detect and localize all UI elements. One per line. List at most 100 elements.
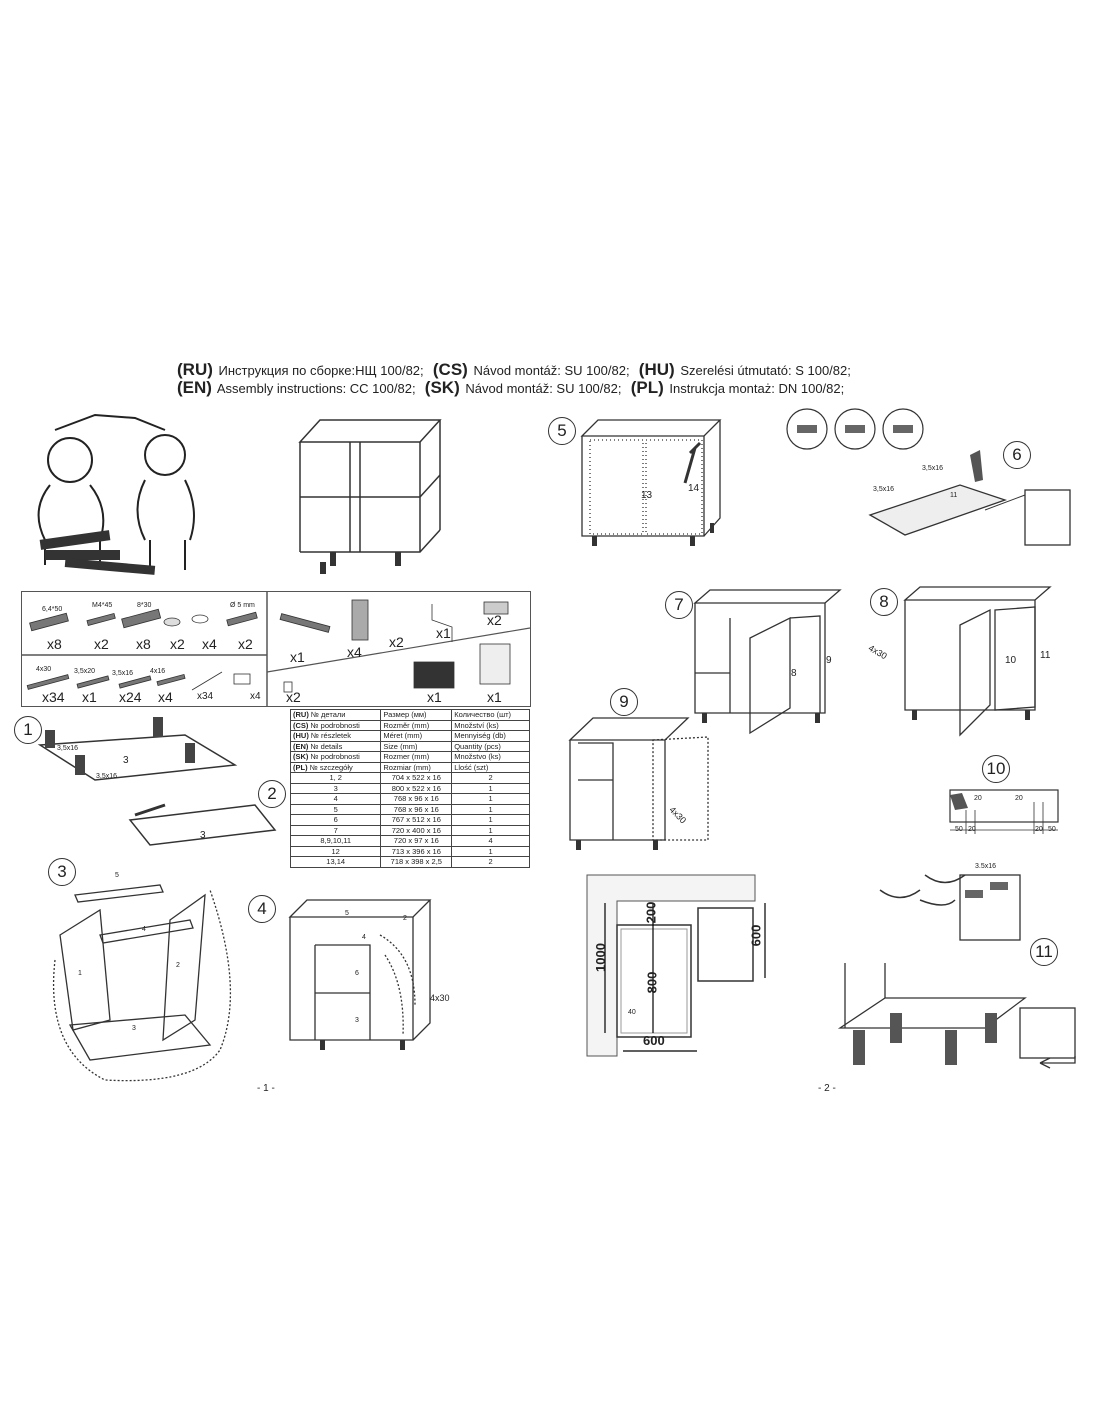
part-label: 10 xyxy=(1005,655,1017,666)
title-text: Assembly instructions: CC 100/82; xyxy=(216,381,416,396)
fitting-qty: x2 xyxy=(238,636,253,652)
lang-code: (CS) xyxy=(293,720,309,730)
part-number-cell: 13,14 xyxy=(289,856,382,868)
part-number-header: № szczegóły xyxy=(309,762,353,772)
part-number-cell: 1, 2 xyxy=(289,772,382,784)
size-header: Размер (мм) xyxy=(380,709,453,721)
leg-qty: x4 xyxy=(347,644,362,660)
size-cell: 720 x 400 x 16 xyxy=(380,824,453,836)
part-label: 5 xyxy=(115,872,119,879)
top-dimension: 200 xyxy=(643,901,659,924)
part-label: 3 xyxy=(355,1017,359,1024)
quantity-cell: 1 xyxy=(451,793,530,805)
part-label: 3 xyxy=(123,755,129,766)
size-header: Méret (mm) xyxy=(380,730,453,742)
cap-qty: x2 xyxy=(286,689,301,705)
step-1-illustration xyxy=(37,717,238,781)
title-text: Instrukcja montaż: DN 100/82; xyxy=(669,381,845,396)
size-cell: 768 x 96 x 16 xyxy=(380,803,453,815)
side-dimension: 600 xyxy=(748,924,764,947)
step-11-illustration xyxy=(837,963,1076,1069)
hinge-qty: x1 xyxy=(427,689,442,705)
fitting-size-label: Ø 5 mm xyxy=(230,602,255,609)
screw-label: 3,5x16 xyxy=(922,465,944,472)
step-10-number: 10 xyxy=(982,755,1010,783)
screw-qty: x34 xyxy=(197,691,214,702)
handle-qty: x1 xyxy=(290,649,305,665)
opening-dimension: 800 xyxy=(644,971,660,994)
step-1-number: 1 xyxy=(14,716,42,744)
size-cell: 704 x 522 x 16 xyxy=(380,772,453,784)
screw-label: 3.5x16 xyxy=(975,863,997,870)
fitting-qty: x4 xyxy=(202,636,217,652)
title-text: Szerelési útmutató: S 100/82; xyxy=(680,363,851,378)
part-number-header-cell: (CS) № podrobnosti xyxy=(289,719,382,731)
fitting-qty: x8 xyxy=(136,636,151,652)
screw-qty: x1 xyxy=(82,689,97,705)
part-label: 3 xyxy=(200,830,206,841)
part-label: 6 xyxy=(355,970,359,977)
size-cell: 718 x 398 x 2,5 xyxy=(380,856,453,868)
screw-qty: x4 xyxy=(250,691,261,702)
screw-label: 3,5x16 xyxy=(57,745,79,752)
part-label: 11 xyxy=(1040,650,1051,661)
part-label: 1 xyxy=(78,970,82,977)
fitting-qty: x2 xyxy=(170,636,185,652)
part-label: 4 xyxy=(362,934,366,941)
quantity-cell: 4 xyxy=(451,835,530,847)
size-header: Size (mm) xyxy=(380,740,453,752)
part-number-cell: 5 xyxy=(289,803,382,815)
screw-qty: x4 xyxy=(158,689,173,705)
screw-label: 4x30 xyxy=(866,642,889,662)
part-number-header: № детали xyxy=(310,710,346,719)
step-5-number: 5 xyxy=(548,417,576,445)
quantity-cell: 1 xyxy=(451,845,530,857)
size-cell: 713 x 396 x 16 xyxy=(380,845,453,857)
part-label: 9 xyxy=(826,655,832,666)
size-cell: 720 x 97 x 16 xyxy=(380,835,453,847)
part-number-cell: 8,9,10,11 xyxy=(289,835,382,847)
screw-qty: x24 xyxy=(119,689,142,705)
lang-code: (PL) xyxy=(630,378,664,397)
lang-code: (RU) xyxy=(293,710,309,719)
screw-size-label: 4x16 xyxy=(150,668,166,675)
step-7-illustration xyxy=(693,589,842,735)
step-10-marking-diagram xyxy=(949,789,1059,834)
part-label: 11 xyxy=(950,492,958,499)
part-label: 4 xyxy=(142,926,146,933)
part-label: 8 xyxy=(791,668,797,679)
screw-label: 3,5x16 xyxy=(96,773,118,780)
size-header: Rozměr (mm) xyxy=(380,719,453,731)
step-8-number: 8 xyxy=(870,588,898,616)
fitting-size-label: 6,4*50 xyxy=(42,606,63,613)
width-dimension: 600 xyxy=(643,1033,665,1048)
lang-code: (CS) xyxy=(432,360,468,379)
dimension-label: 20 xyxy=(1015,795,1023,802)
part-number-cell: 7 xyxy=(289,824,382,836)
step-8-illustration xyxy=(903,586,1052,737)
size-cell: 767 x 512 x 16 xyxy=(380,814,453,826)
part-number-header-cell: (SK) № podrobnosti xyxy=(289,751,382,763)
title-text: Návod montáž: SU 100/82; xyxy=(465,381,622,396)
hardware-list: 6,4*50 M4*45 8*30 Ø 5 mm x8 x2 x8 x2 x4 … xyxy=(21,591,531,707)
step-6-illustration xyxy=(868,450,1071,546)
step-9-number: 9 xyxy=(610,688,638,716)
quantity-header: Množstvo (ks) xyxy=(451,751,530,763)
step-6-number: 6 xyxy=(1003,441,1031,469)
step-6-hinge-details xyxy=(786,408,924,450)
page-number: - 1 - xyxy=(257,1083,275,1094)
part-label: 5 xyxy=(345,910,349,917)
hex-key-qty: x1 xyxy=(436,625,451,641)
screw-size-label: 3,5x20 xyxy=(74,668,96,675)
